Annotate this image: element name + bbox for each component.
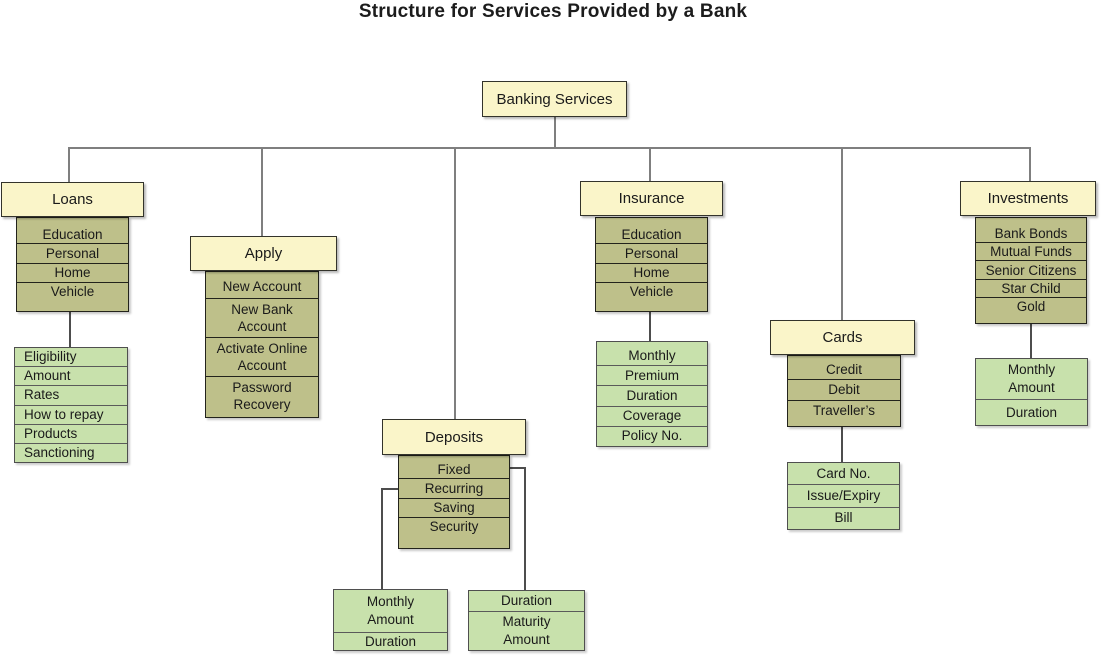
loans-details-box: Eligibility Amount Rates How to repay Pr… bbox=[14, 347, 128, 463]
cards-detail: Card No. bbox=[816, 465, 871, 481]
deposits-fixed-detail-label: Maturity Amount bbox=[502, 614, 551, 647]
deposits-type: Security bbox=[399, 516, 509, 536]
cards-detail: Issue/Expiry bbox=[788, 484, 899, 506]
insurance-type: Home bbox=[596, 262, 707, 282]
loans-type: Home bbox=[17, 262, 128, 282]
connector-fixed-v bbox=[524, 467, 526, 590]
connector-drop-cards bbox=[841, 148, 843, 320]
insurance-detail: Monthly bbox=[628, 347, 676, 363]
connector-root-feed bbox=[554, 117, 556, 148]
node-deposits-label: Deposits bbox=[424, 428, 484, 446]
node-apply: Apply bbox=[190, 236, 337, 271]
connector-recurring-h bbox=[381, 488, 398, 490]
node-investments: Investments bbox=[960, 181, 1096, 216]
apply-type-label: New Bank Account bbox=[231, 302, 293, 334]
node-cards-label: Cards bbox=[822, 329, 863, 346]
apply-type: New Account bbox=[206, 274, 318, 298]
insurance-type: Vehicle bbox=[596, 281, 707, 301]
connector-fixed-h bbox=[510, 467, 526, 469]
node-banking-services: Banking Services bbox=[482, 81, 627, 117]
loans-detail: Eligibility bbox=[24, 349, 77, 365]
investments-type: Star Child bbox=[976, 278, 1086, 297]
investments-detail-label: Monthly Amount bbox=[1007, 362, 1056, 395]
connector-loans-details bbox=[69, 312, 71, 347]
deposits-type: Recurring bbox=[399, 478, 509, 497]
deposits-fixed-detail: Maturity Amount bbox=[469, 611, 584, 650]
deposits-type: Fixed bbox=[437, 461, 471, 477]
apply-type-label: Password Recovery bbox=[232, 380, 292, 412]
node-loans: Loans bbox=[1, 182, 144, 217]
deposits-recurring-details-box: Monthly Amount Duration bbox=[333, 589, 448, 651]
apply-type: New Bank Account bbox=[206, 298, 318, 337]
apply-types-box: New Account New Bank Account Activate On… bbox=[205, 271, 319, 418]
apply-type-label: Activate Online Account bbox=[216, 341, 308, 373]
deposits-type: Saving bbox=[399, 497, 509, 517]
insurance-type: Education bbox=[621, 226, 682, 242]
node-deposits: Deposits bbox=[382, 419, 526, 455]
insurance-detail: Duration bbox=[597, 385, 707, 405]
deposits-fixed-detail: Duration bbox=[500, 593, 553, 608]
insurance-detail: Policy No. bbox=[597, 425, 707, 446]
deposits-recurring-detail: Duration bbox=[334, 632, 447, 651]
insurance-detail: Premium bbox=[597, 365, 707, 385]
loans-detail: Sanctioning bbox=[15, 442, 127, 462]
apply-type-label: New Account bbox=[222, 278, 302, 294]
cards-detail: Bill bbox=[788, 506, 899, 529]
loans-type: Vehicle bbox=[17, 281, 128, 301]
loans-detail: Rates bbox=[15, 385, 127, 404]
node-cards: Cards bbox=[770, 320, 915, 355]
connector-recurring-v bbox=[381, 488, 383, 589]
investments-details-box: Monthly Amount Duration bbox=[975, 358, 1088, 426]
deposits-recurring-detail-label: Monthly Amount bbox=[366, 594, 415, 627]
investments-type: Gold bbox=[976, 296, 1086, 315]
deposits-recurring-detail: Monthly Amount bbox=[334, 590, 447, 632]
node-insurance-label: Insurance bbox=[618, 190, 685, 207]
loans-detail: Amount bbox=[15, 366, 127, 385]
insurance-detail: Coverage bbox=[597, 405, 707, 426]
apply-type: Activate Online Account bbox=[206, 337, 318, 376]
investments-type: Mutual Funds bbox=[976, 242, 1086, 260]
insurance-type: Personal bbox=[596, 243, 707, 262]
investments-type: Senior Citizens bbox=[976, 260, 1086, 278]
apply-type: Password Recovery bbox=[206, 376, 318, 415]
loans-types-box: Education Personal Home Vehicle bbox=[16, 217, 129, 312]
connector-drop-apply bbox=[261, 148, 263, 236]
deposits-fixed-details-box: Duration Maturity Amount bbox=[468, 590, 585, 651]
cards-type: Traveller’s bbox=[788, 399, 900, 420]
connector-drop-investments bbox=[1029, 148, 1031, 181]
node-investments-label: Investments bbox=[987, 190, 1069, 207]
connector-investments-details bbox=[1030, 324, 1032, 358]
connector-drop-insurance bbox=[649, 148, 651, 181]
connector-drop-deposits bbox=[454, 148, 456, 419]
connector-drop-loans bbox=[68, 148, 70, 182]
insurance-types-box: Education Personal Home Vehicle bbox=[595, 217, 708, 312]
cards-type: Credit bbox=[825, 362, 862, 378]
cards-type: Debit bbox=[788, 379, 900, 399]
loans-detail: How to repay bbox=[15, 404, 127, 424]
loans-detail: Products bbox=[15, 423, 127, 443]
connector-rail bbox=[68, 147, 1031, 149]
node-apply-label: Apply bbox=[244, 245, 283, 262]
node-insurance: Insurance bbox=[580, 181, 723, 216]
investments-detail: Monthly Amount bbox=[976, 359, 1087, 399]
investments-detail: Duration bbox=[976, 399, 1087, 425]
connector-insurance-details bbox=[649, 312, 651, 341]
cards-details-box: Card No. Issue/Expiry Bill bbox=[787, 462, 900, 530]
insurance-details-box: Monthly Premium Duration Coverage Policy… bbox=[596, 341, 708, 447]
diagram-title: Structure for Services Provided by a Ban… bbox=[358, 1, 748, 22]
loans-type: Education bbox=[42, 226, 103, 242]
deposits-types-box: Fixed Recurring Saving Security bbox=[398, 455, 510, 549]
investments-type: Bank Bonds bbox=[994, 226, 1068, 242]
loans-type: Personal bbox=[17, 243, 128, 262]
connector-cards-details bbox=[841, 427, 843, 462]
investments-types-box: Bank Bonds Mutual Funds Senior Citizens … bbox=[975, 217, 1087, 324]
cards-types-box: Credit Debit Traveller’s bbox=[787, 355, 901, 427]
node-banking-services-label: Banking Services bbox=[496, 90, 613, 108]
node-loans-label: Loans bbox=[52, 191, 93, 208]
